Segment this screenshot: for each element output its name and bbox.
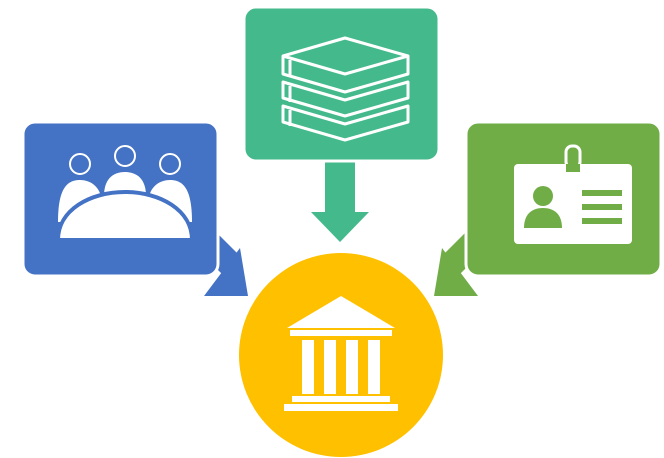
arrow-books-to-institution: [311, 161, 369, 242]
bank-building-icon: [284, 296, 398, 411]
node-books: [242, 5, 441, 163]
node-institution: [239, 253, 443, 457]
node-people: [21, 120, 220, 278]
node-id-card: [464, 120, 663, 278]
group-of-people-icon: [55, 145, 195, 242]
stack-of-books-icon: [281, 36, 410, 142]
id-badge-icon: [514, 144, 632, 244]
